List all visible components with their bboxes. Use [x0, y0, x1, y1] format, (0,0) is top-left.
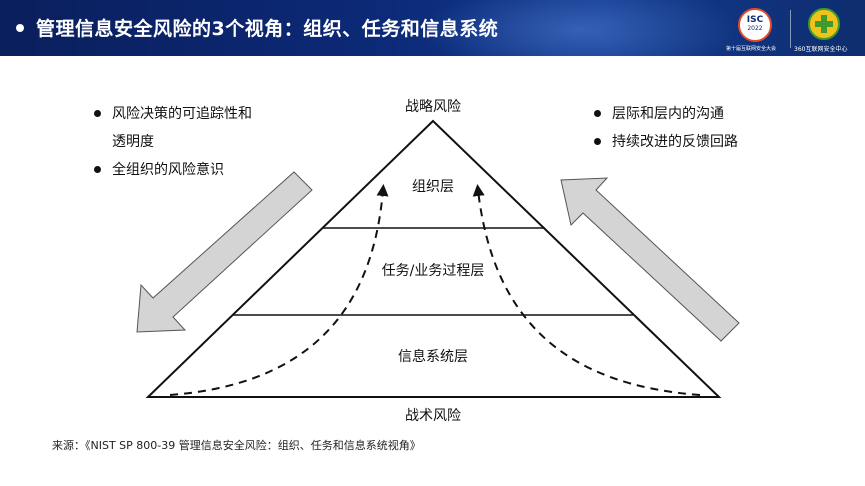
- right-bullet-list: 层际和层内的沟通 持续改进的反馈回路: [592, 100, 738, 156]
- left-bullet-item: 全组织的风险意识: [92, 156, 252, 184]
- isc-logo: ISC 2022: [738, 8, 772, 42]
- isc-logo-year: 2022: [747, 25, 763, 32]
- right-arrow-shape: [560, 177, 740, 342]
- isc-logo-main: ISC: [746, 15, 764, 25]
- left-bullet-item: 风险决策的可追踪性和 透明度: [92, 100, 252, 156]
- right-bullet-item: 持续改进的反馈回路: [592, 128, 738, 156]
- slide-title: 管理信息安全风险的3个视角：组织、任务和信息系统: [36, 18, 499, 40]
- header-banner: 管理信息安全风险的3个视角：组织、任务和信息系统 ISC 2022 第十届互联网…: [0, 0, 865, 56]
- left-bullet-text-cont: 透明度: [112, 134, 154, 150]
- header-glow: [420, 0, 740, 56]
- left-bullet-text: 全组织的风险意识: [112, 162, 224, 178]
- logo-divider: [790, 10, 791, 48]
- level-label-organization: 组织层: [412, 179, 454, 195]
- pyramid-outline: [145, 119, 722, 398]
- right-dashed-curve: [472, 184, 701, 396]
- right-bullet-text: 层际和层内的沟通: [612, 106, 724, 122]
- 360-logo-caption: 360互联网安全中心: [794, 46, 848, 53]
- top-label-strategic-risk: 战略风险: [405, 99, 461, 115]
- isc-logo-caption: 第十届互联网安全大会: [726, 46, 777, 52]
- left-arrow-shape: [136, 171, 313, 333]
- 360-logo-icon: [808, 8, 840, 40]
- left-dashed-curve: [169, 184, 389, 396]
- level-label-mission: 任务/业务过程层: [382, 263, 485, 279]
- right-bullet-item: 层际和层内的沟通: [592, 100, 738, 128]
- right-bullet-text: 持续改进的反馈回路: [612, 134, 738, 150]
- bottom-label-tactical-risk: 战术风险: [405, 408, 461, 424]
- risk-pyramid-diagram: 战略风险 组织层 任务/业务过程层 信息系统层 战术风险: [136, 99, 740, 424]
- plus-horizontal: [815, 21, 833, 27]
- level-label-information-system: 信息系统层: [398, 348, 468, 365]
- title-bullet-dot: [16, 24, 24, 32]
- left-bullet-text: 风险决策的可追踪性和: [112, 106, 252, 122]
- left-bullet-list: 风险决策的可追踪性和 透明度 全组织的风险意识: [92, 100, 252, 184]
- source-citation: 来源：《NIST SP 800-39 管理信息安全风险：组织、任务和信息系统视角…: [52, 439, 421, 452]
